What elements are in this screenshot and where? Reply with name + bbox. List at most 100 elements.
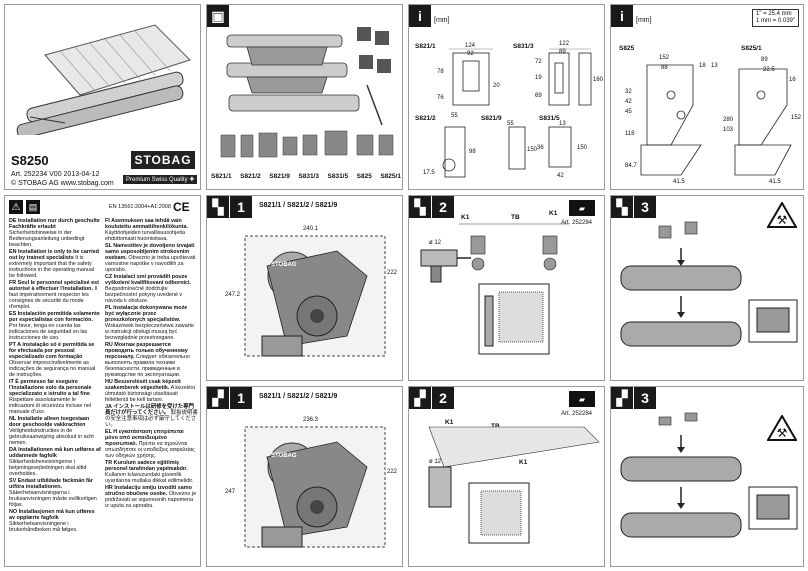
safety-item: EL Η εγκατάσταση επιτρέπεται μόνο από εκ…: [105, 429, 195, 459]
part-label: S821/9: [269, 173, 290, 180]
k1-label-2: K1: [519, 459, 528, 466]
part-label: S825/1: [380, 173, 401, 180]
dimensions-panel-1: i [mm] S821/1 S831/3 S821/2 S821/9 S831/…: [408, 4, 605, 190]
dim-value: 88: [661, 65, 668, 71]
safety-item: DE Installation nur durch geschulte Fach…: [9, 218, 100, 248]
tb-label: TB: [511, 214, 520, 221]
dim-value: 78: [437, 69, 444, 75]
safety-icons: ⚠ ▤ CE: [9, 200, 190, 214]
brand-logo: STOBAG: [131, 151, 195, 169]
safety-item: FR Seul le personnel spécialisé est auto…: [9, 280, 99, 310]
wall-mount-icon: ▚: [611, 196, 633, 218]
step-3-ceiling-panel: ▞ 3 ⚒: [610, 386, 804, 567]
part-label: S831/3: [298, 173, 319, 180]
conversion-mm: 1 mm = 0.039": [756, 18, 795, 24]
dim-value: 118: [625, 131, 635, 137]
label-s821-1: S821/1: [415, 43, 436, 50]
dim-value: 84.7: [625, 163, 637, 169]
swiss-cross-icon: ✚: [189, 177, 195, 183]
drive-side-drawing: [244, 235, 386, 357]
step-number: 2: [432, 196, 454, 218]
part-label: S821/2: [240, 173, 261, 180]
wall-drilling-drawing: [420, 223, 569, 355]
safety-item: CZ Instalaci smí provádět pouze vyškolen…: [105, 274, 191, 304]
bracket-assembly-drawing: [620, 412, 798, 538]
k1-label-2: K1: [549, 210, 558, 217]
conversion-box: 1" = 25.4 mm 1 mm = 0.039": [752, 9, 799, 27]
dim-value: 150: [527, 147, 538, 153]
safety-item: JA インストールは研修を受けた専門員だけが行ってください。 取扱説明書の安全注…: [105, 404, 198, 428]
dim-value: 22.5: [763, 67, 775, 73]
drive-side-drawing: [244, 426, 386, 548]
en-standard: EN 13561:2004+A1:2008: [109, 204, 171, 210]
part-label: S825: [356, 173, 372, 180]
dim-value: 222: [387, 469, 398, 475]
label-s831-5: S831/5: [539, 115, 560, 122]
dim-value: 247.2: [225, 292, 241, 298]
dim-value: 42: [625, 99, 632, 105]
label-s821-2: S821/2: [415, 115, 436, 122]
bracket-assembly-drawing: [620, 221, 798, 347]
dim-value: 19: [535, 75, 542, 81]
safety-item: HR Instalaciju smiju izvoditi samo struč…: [105, 485, 197, 509]
dim-value: 41.5: [673, 179, 685, 185]
safety-item: NO Installasjonen må kun utføres av oppl…: [9, 509, 95, 533]
dim-value: 55: [451, 113, 458, 119]
dim-value: 89: [559, 49, 566, 55]
drill-bit-icon: ▰: [569, 200, 595, 216]
step-number: 3: [634, 387, 656, 409]
dim-value: 18: [699, 63, 706, 69]
copyright: © STOBAG AG www.stobag.com: [11, 180, 114, 187]
manual-icon: ▤: [26, 200, 40, 214]
safety-item: SV Endast utbildade fackmän får utföra i…: [9, 478, 97, 508]
dim-value: 152: [791, 115, 802, 121]
dimensions-panel-2: i [mm] 1" = 25.4 mm 1 mm = 0.039" S825 S…: [610, 4, 804, 190]
dim-value: 45: [625, 109, 632, 115]
box-icon: ▣: [207, 5, 229, 27]
dim-value: 89: [761, 57, 768, 63]
label-s825: S825: [619, 45, 635, 52]
dim-value: 280: [723, 117, 734, 123]
step-2-ceiling-panel: ▞ 2 K1 TB K1 ø 12 Art. 252284 ▰: [408, 386, 605, 567]
part-label: S821/1: [211, 173, 232, 180]
title-panel: S8250 Art. 252234 V00 2013-04-12 © STOBA…: [4, 4, 201, 190]
drill-diameter: ø 12: [429, 240, 442, 246]
k1-label: K1: [445, 419, 454, 426]
step-2-wall-panel: ▚ 2 K1 TB K1 ø 12 Art. 252284 ▰: [408, 195, 605, 381]
drive-brand: STOBAG: [271, 453, 297, 459]
step-models: S821/1 / S821/2 / S821/9: [259, 393, 338, 400]
bracket-drawings: [442, 48, 592, 178]
k1-label: K1: [461, 214, 470, 221]
parts-panel: ▣ S821/1 S821/2 S821/9 S831/3 S831/5 S82…: [206, 4, 403, 190]
part-labels: S821/1 S821/2 S821/9 S831/3 S831/5 S825 …: [211, 173, 401, 180]
tagline: Premium Swiss Quality ✚: [123, 175, 198, 184]
svg-text:⚒: ⚒: [777, 213, 788, 227]
dim-value: 32: [625, 89, 632, 95]
unit-label: [mm]: [434, 17, 450, 24]
model-title: S8250: [11, 153, 49, 168]
dim-value: 17.5: [423, 170, 435, 176]
dim-value: 72: [535, 59, 542, 65]
dim-value: 98: [469, 149, 476, 155]
svg-text:⚒: ⚒: [777, 426, 788, 440]
drill-bit-icon: ▰: [569, 391, 595, 407]
safety-col-2: FI Asennuksen saa tehdä vain koulutettu …: [105, 218, 198, 510]
unit-label: [mm]: [636, 17, 652, 24]
dim-value: 150: [577, 145, 588, 151]
ceiling-mount-icon: ▞: [611, 387, 633, 409]
art-number: Art. 252284: [561, 411, 593, 417]
info-icon: i: [611, 5, 633, 27]
dim-value: 92: [467, 51, 474, 57]
drive-brand: STOBAG: [271, 262, 297, 268]
wall-mount-icon: ▚: [207, 196, 229, 218]
bracket-drawings: [640, 64, 792, 176]
safety-item: ES Instalación permitida solamente por e…: [9, 311, 100, 341]
dim-value: 13: [559, 121, 566, 127]
dim-value: 160: [593, 77, 604, 83]
dim-value: 240.1: [303, 226, 319, 232]
safety-item: RU Монтаж разрешается проводить только о…: [105, 342, 190, 378]
label-s831-3: S831/3: [513, 43, 534, 50]
step-number: 1: [230, 196, 252, 218]
dim-value: 152: [659, 55, 670, 61]
safety-item: TR Kurulum sadece eğitilmiş personel tar…: [105, 460, 194, 484]
